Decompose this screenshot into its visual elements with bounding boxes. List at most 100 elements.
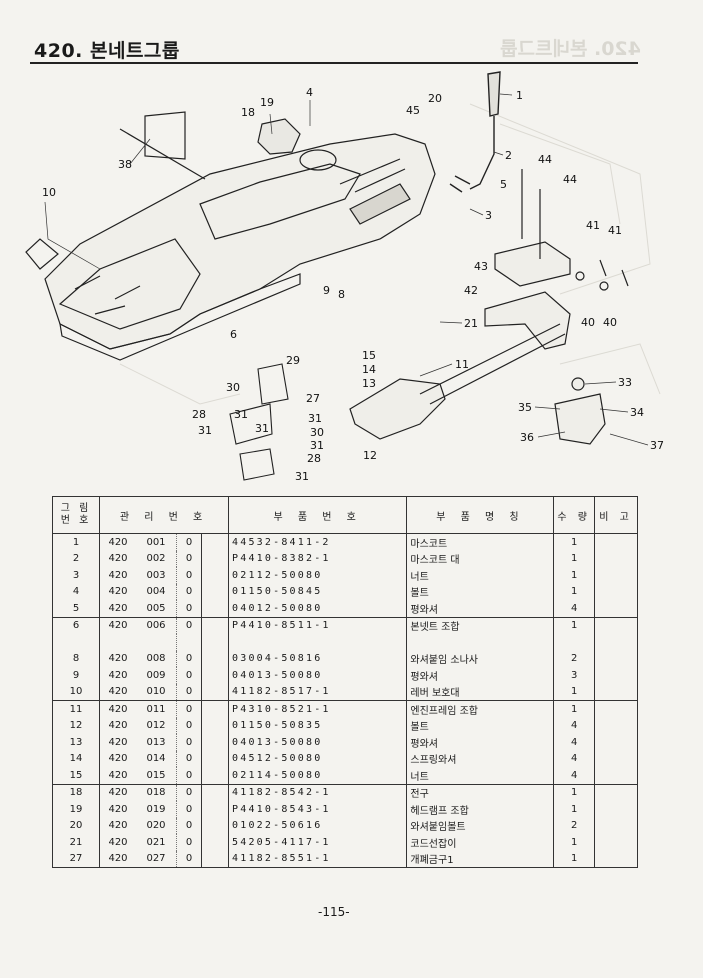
callout-12: 12 xyxy=(363,449,377,462)
figure-no-cell: 4 xyxy=(52,583,100,600)
figure-no-cell xyxy=(52,634,100,651)
quantity-cell: 2 xyxy=(553,817,595,834)
remark-cell xyxy=(594,834,638,851)
management-blank-cell xyxy=(201,850,229,868)
header-remark: 비 고 xyxy=(594,496,638,534)
quantity-cell: 4 xyxy=(553,600,595,617)
management-blank-cell xyxy=(201,667,229,684)
header-quantity: 수 량 xyxy=(553,496,595,534)
management-blank-cell xyxy=(201,616,229,634)
remark-cell xyxy=(594,850,638,868)
figure-no-cell: 8 xyxy=(52,650,100,667)
management-blank-cell xyxy=(201,717,229,734)
callout-15: 15 xyxy=(362,349,376,362)
quantity-cell: 1 xyxy=(553,567,595,584)
quantity-cell: 4 xyxy=(553,717,595,734)
management-seq-cell: 006 xyxy=(136,616,177,634)
management-seq-cell: 013 xyxy=(146,736,166,748)
part-number-cell: 04013-50080 xyxy=(227,734,408,751)
management-rev-cell: 0 xyxy=(176,767,202,784)
management-group-cell: 420 xyxy=(99,583,136,600)
remark-cell xyxy=(594,750,638,767)
quantity-cell: 4 xyxy=(553,767,595,784)
part-number-cell: 02114-50080 xyxy=(227,767,408,784)
management-rev-cell: 0 xyxy=(176,616,202,634)
table-header-row: 그 림 번 호 관 리 번 호 부 품 번 호 부 품 명 칭 수 량 비 고 xyxy=(52,496,638,534)
management-group-cell: 420 xyxy=(99,550,136,567)
management-seq-cell: 015 xyxy=(146,769,166,781)
management-seq-cell: 027 xyxy=(136,850,177,868)
management-blank-cell xyxy=(201,734,229,751)
part-number-cell: P4410-8382-1 xyxy=(227,550,408,567)
management-rev-cell: 0 xyxy=(176,683,202,701)
page-number: -115- xyxy=(318,905,350,919)
part-name-cell: 개폐금구1 xyxy=(406,850,555,868)
part-number-cell: 04012-50080 xyxy=(227,600,408,617)
figure-no-cell: 19 xyxy=(52,801,100,818)
management-rev-cell: 0 xyxy=(176,734,202,751)
quantity-cell: 1 xyxy=(553,850,595,868)
management-rev-cell: 0 xyxy=(176,650,202,667)
remark-cell xyxy=(594,600,638,617)
quantity-cell xyxy=(553,634,595,651)
quantity-cell: 1 xyxy=(553,700,595,718)
management-seq-cell: 009 xyxy=(146,669,166,681)
management-group-cell: 420 xyxy=(99,616,136,634)
management-rev-cell: 0 xyxy=(176,834,202,851)
management-rev-cell: 0 xyxy=(176,700,202,718)
management-seq-cell: 020 xyxy=(146,820,166,832)
remark-cell xyxy=(594,817,638,834)
management-blank-cell xyxy=(201,567,229,584)
quantity-cell: 4 xyxy=(553,734,595,751)
management-seq-cell: 005 xyxy=(146,602,166,614)
part-name-cell: 엔진프레임 조합 xyxy=(406,700,555,718)
part-number-cell: 01150-50845 xyxy=(227,583,408,600)
figure-no-cell: 5 xyxy=(52,600,100,617)
callout-41a: 41 xyxy=(586,219,600,232)
part-name-cell: 와셔붙임 소나사 xyxy=(406,650,555,667)
part-number-cell: 03004-50816 xyxy=(227,650,408,667)
remark-cell xyxy=(594,616,638,634)
callout-44b: 44 xyxy=(563,173,577,186)
callout-31b: 31 xyxy=(198,424,212,437)
callout-35: 35 xyxy=(518,401,532,414)
management-seq-cell: 004 xyxy=(146,586,166,598)
quantity-cell: 1 xyxy=(553,616,595,634)
remark-cell xyxy=(594,783,638,801)
figure-no-cell: 14 xyxy=(52,750,100,767)
remark-cell xyxy=(594,550,638,567)
callout-31a: 31 xyxy=(234,408,248,421)
figure-no-cell: 20 xyxy=(52,817,100,834)
management-blank-cell xyxy=(201,583,229,600)
management-blank-cell xyxy=(201,783,229,801)
callout-40b: 40 xyxy=(603,316,617,329)
part-number-cell: 41182-8517-1 xyxy=(227,683,408,701)
callout-28b: 28 xyxy=(307,452,321,465)
part-name-cell: 너트 xyxy=(406,567,555,584)
management-blank-cell xyxy=(201,817,229,834)
figure-no-cell: 15 xyxy=(52,767,100,784)
callout-42: 42 xyxy=(464,284,478,297)
remark-cell xyxy=(594,567,638,584)
management-blank-cell xyxy=(201,683,229,701)
exploded-parts-diagram: 1 2 3 4 5 6 8 9 10 11 12 13 14 15 18 19 … xyxy=(0,64,703,494)
engine-frame-drawing xyxy=(349,323,566,440)
management-rev-cell: 0 xyxy=(176,750,202,767)
callout-20: 20 xyxy=(428,92,442,105)
remark-cell xyxy=(594,683,638,701)
management-group-cell: 420 xyxy=(99,750,136,767)
figure-no-cell: 13 xyxy=(52,734,100,751)
callout-28a: 28 xyxy=(192,408,206,421)
management-blank-cell xyxy=(201,750,229,767)
remark-cell xyxy=(594,717,638,734)
management-group-cell: 420 xyxy=(99,700,136,718)
callout-45: 45 xyxy=(406,104,420,117)
management-rev-cell: 0 xyxy=(176,783,202,801)
management-rev-cell: 0 xyxy=(176,583,202,600)
